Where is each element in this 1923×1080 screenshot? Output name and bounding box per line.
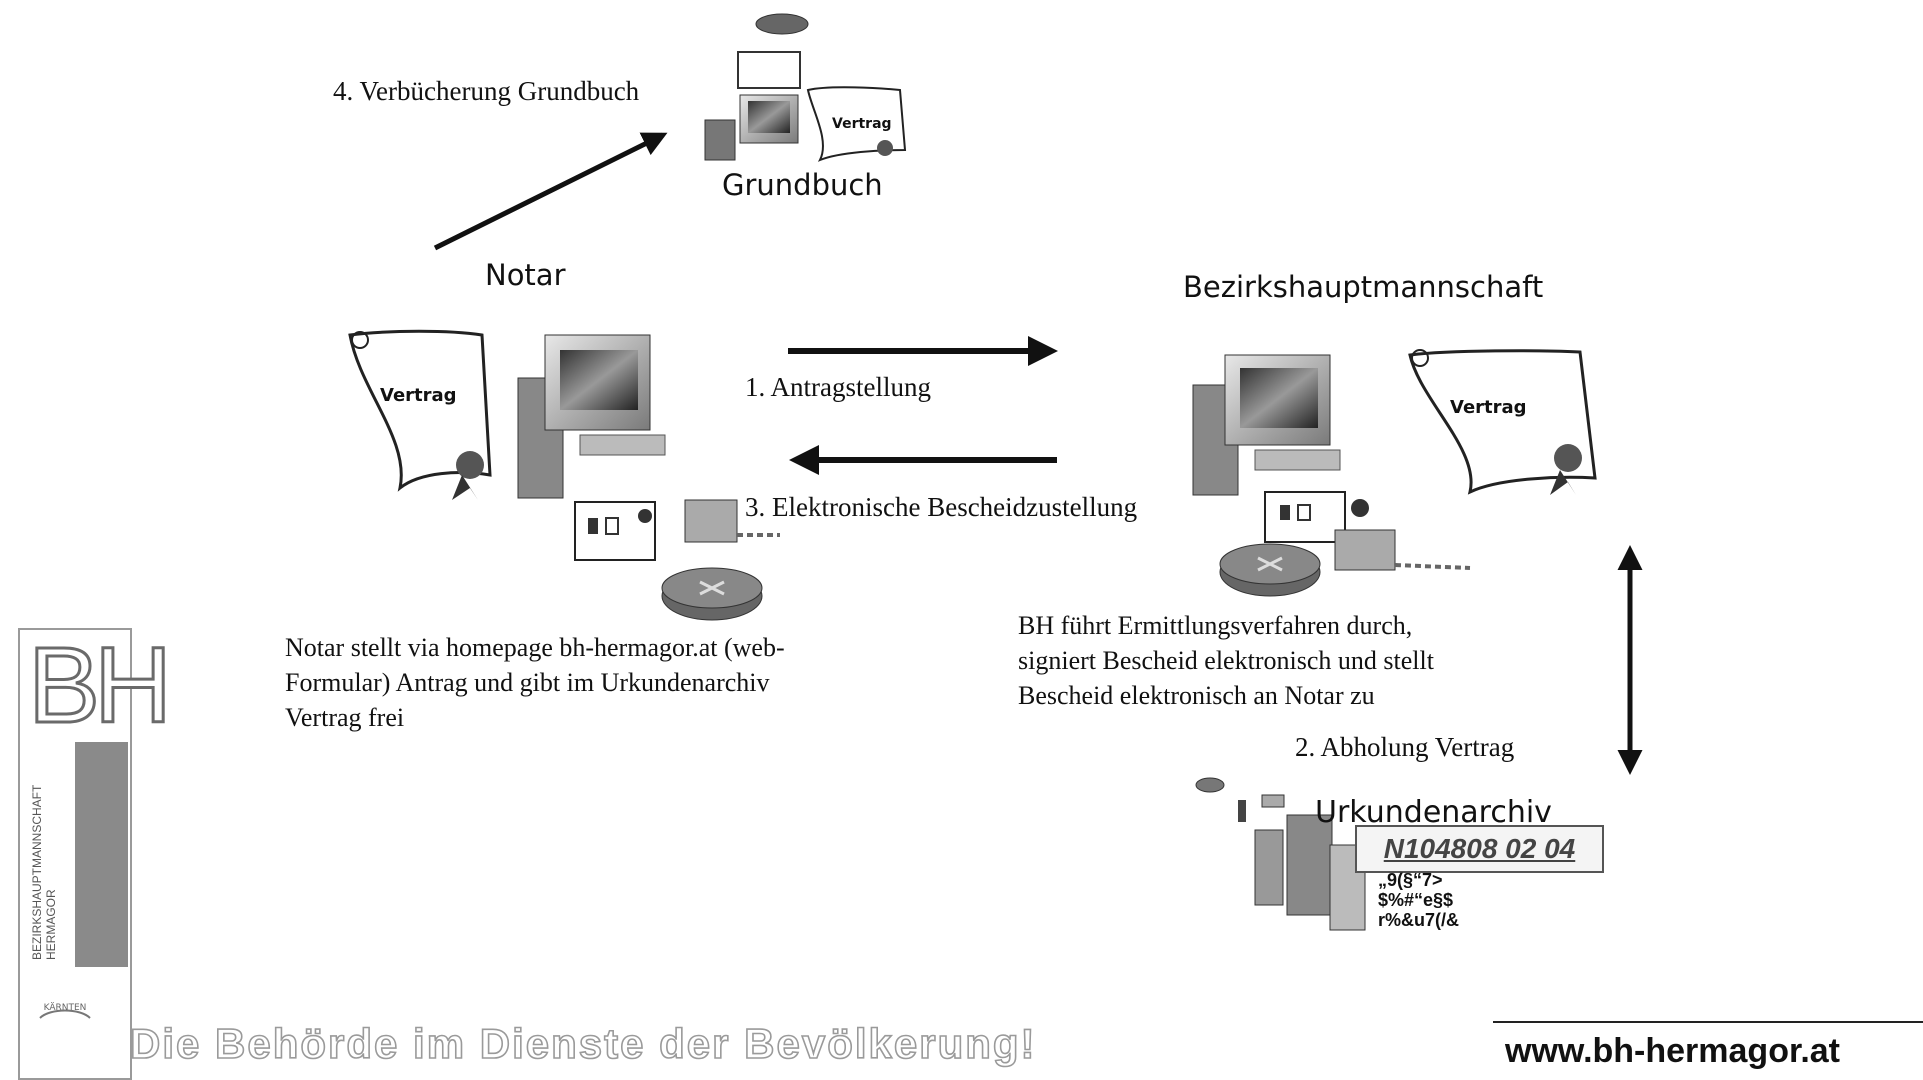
website-link[interactable]: www.bh-hermagor.at (1505, 1032, 1841, 1070)
grundbuch-label: Grundbuch (722, 168, 883, 202)
bh-vertrag-label: Vertrag (1450, 397, 1527, 418)
router-icon (1195, 777, 1225, 793)
server-tower-icon (1286, 814, 1333, 916)
slogan: Die Behörde im Dienste der Bevölkerung! (129, 1019, 1037, 1068)
step2-label: 2. Abholung Vertrag (1295, 732, 1515, 762)
archive-scramble: „9(§“7> $%#“e§$ r%&u7(/& (1378, 870, 1518, 930)
logo-org-line2: HERMAGOR (44, 889, 58, 960)
footer-divider (1493, 1021, 1923, 1023)
grundbuch-icon-group (704, 13, 907, 162)
bh-description-line: Bescheid elektronisch an Notar zu (1018, 681, 1375, 710)
grundbuch-vertrag-label: Vertrag (832, 116, 892, 132)
logo-org-line1: BEZIRKSHAUPTMANNSCHAFT (30, 784, 44, 960)
router-icon (755, 13, 809, 35)
step3-label: 3. Elektronische Bescheidzustellung (745, 492, 1138, 522)
scramble-line: „9(§“7> (1378, 870, 1443, 890)
notar-vertrag-label: Vertrag (380, 385, 457, 406)
notar-icon-group (348, 329, 780, 621)
modem-icon (1334, 529, 1396, 571)
bh-label: Bezirkshauptmannschaft (1183, 270, 1544, 304)
bh-description-line: BH führt Ermittlungsverfahren durch, (1018, 611, 1413, 640)
logo-org-name: BEZIRKSHAUPTMANNSCHAFT HERMAGOR (30, 735, 72, 960)
kaernten-badge-icon: KÄRNTEN (30, 990, 100, 1052)
server-tower-icon (1254, 829, 1284, 906)
notar-description-line: Formular) Antrag und gibt im Urkundenarc… (285, 668, 770, 697)
notar-description: Notar stellt via homepage bh-hermagor.at… (285, 630, 925, 735)
step4-label: 4. Verbücherung Grundbuch (333, 76, 640, 106)
urkundenarchiv-icon-group (1195, 777, 1366, 931)
scroll-document-icon (348, 329, 492, 492)
bh-logo: BH BEZIRKSHAUPTMANNSCHAFT HERMAGOR KÄRNT… (18, 624, 174, 1080)
scramble-line: $%#“e§$ (1378, 890, 1454, 910)
bh-description: BH führt Ermittlungsverfahren durch, sig… (1018, 608, 1618, 713)
bh-description-line: signiert Bescheid elektronisch und stell… (1018, 646, 1434, 675)
badge-text: KÄRNTEN (44, 1002, 87, 1013)
notar-description-line: Notar stellt via homepage bh-hermagor.at… (285, 633, 785, 662)
scroll-document-icon (1408, 349, 1597, 495)
notar-label: Notar (485, 258, 566, 292)
logo-letters: BH (27, 624, 174, 745)
logo-bar (75, 742, 128, 967)
archive-code-box: N104808 02 04 (1355, 825, 1604, 873)
step1-label: 1. Antragstellung (745, 372, 931, 402)
notar-description-line: Vertrag frei (285, 703, 405, 732)
bh-icon-group (1192, 349, 1597, 597)
arrow-verbuecherung (433, 132, 668, 251)
modem-icon (684, 499, 738, 543)
urkundenarchiv-label: Urkundenarchiv (1315, 795, 1552, 830)
scramble-line: r%&u7(/& (1378, 910, 1460, 930)
